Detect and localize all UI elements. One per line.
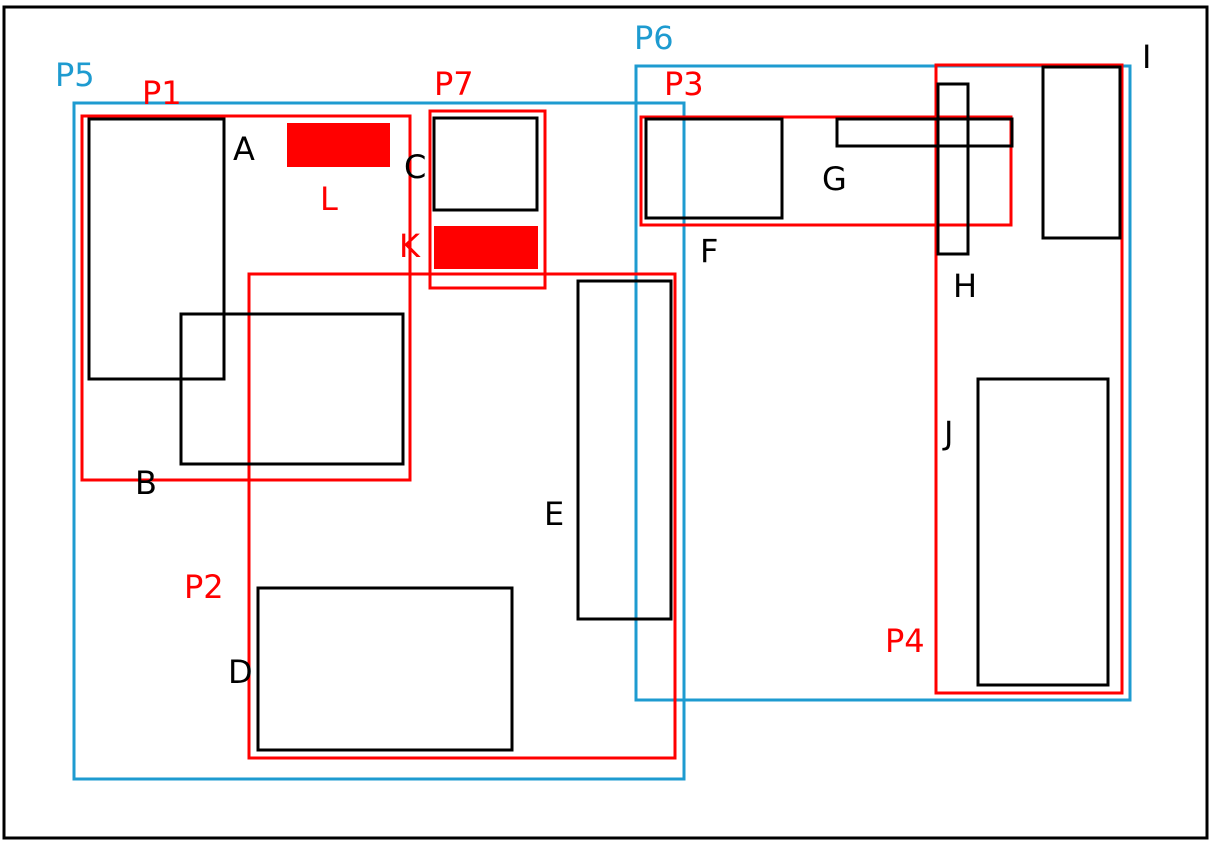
block-g <box>835 117 1014 148</box>
block-i <box>1041 65 1122 240</box>
block-a <box>87 117 226 381</box>
block-h <box>936 82 970 256</box>
region-p4 <box>934 63 1124 695</box>
label-i: I <box>1142 38 1151 76</box>
block-b <box>179 312 405 466</box>
label-l: L <box>320 180 338 218</box>
outer-frame <box>2 5 1209 840</box>
label-f: F <box>700 232 718 270</box>
label-p7: P7 <box>434 65 474 103</box>
label-h: H <box>953 267 977 305</box>
region-p3 <box>639 115 1013 227</box>
block-e <box>576 279 673 621</box>
region-p5 <box>72 101 686 781</box>
block-c <box>432 116 539 212</box>
region-p1 <box>80 114 412 482</box>
label-p5: P5 <box>55 56 95 94</box>
label-k: K <box>399 227 421 265</box>
label-p1: P1 <box>142 74 182 112</box>
region-p7 <box>428 109 547 290</box>
block-k-fill <box>434 226 538 269</box>
block-j <box>976 377 1110 687</box>
label-a: A <box>233 130 255 168</box>
region-p2 <box>247 272 677 760</box>
label-j: J <box>942 414 953 452</box>
label-p3: P3 <box>664 65 704 103</box>
block-f <box>644 117 784 220</box>
region-p6 <box>634 64 1132 702</box>
label-d: D <box>228 653 253 691</box>
label-p6: P6 <box>634 19 674 57</box>
label-c: C <box>404 148 426 186</box>
label-e: E <box>544 495 564 533</box>
label-b: B <box>135 464 157 502</box>
block-l-fill <box>287 123 390 167</box>
label-p4: P4 <box>885 622 925 660</box>
label-g: G <box>822 160 847 198</box>
label-p2: P2 <box>184 568 224 606</box>
block-d <box>256 586 514 752</box>
